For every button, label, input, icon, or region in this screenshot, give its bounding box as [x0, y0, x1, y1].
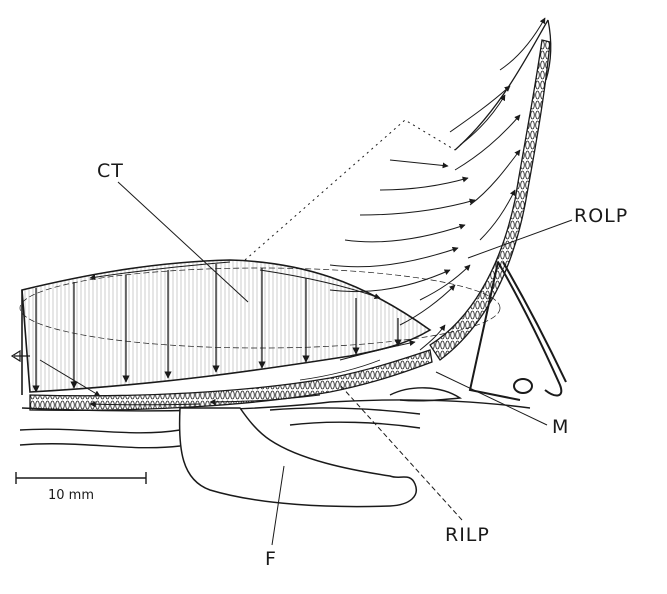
scale-bar-line — [16, 472, 146, 484]
scale-bar-label: 10 mm — [48, 488, 94, 503]
label-rolp: ROLP — [574, 205, 628, 227]
ct-body — [20, 260, 500, 395]
label-f: F — [265, 548, 277, 570]
label-ct: CT — [97, 160, 124, 182]
label-m: M — [552, 416, 569, 438]
membrane-dashed-outline — [245, 120, 455, 260]
rolp-band — [430, 40, 550, 360]
label-rilp: RILP — [445, 524, 490, 546]
f-structure — [180, 408, 417, 507]
right-skeletal-element — [470, 262, 566, 400]
